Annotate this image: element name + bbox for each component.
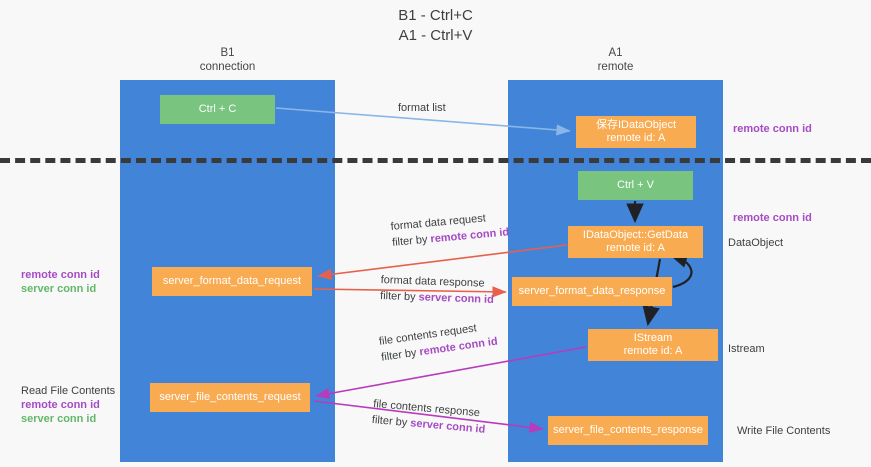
edge-label-file-contents-response-prefix: filter by xyxy=(371,413,411,430)
box-ctrl-c[interactable]: Ctrl + C xyxy=(160,95,275,124)
phase-divider xyxy=(0,158,871,163)
box-server-format-data-response-label: server_format_data_response xyxy=(518,284,666,297)
annotation-read-file-contents-heading: Read File Contents xyxy=(21,385,116,397)
edge-label-format-data-response-highlight: server conn id xyxy=(418,291,495,306)
box-server-format-data-request-label: server_format_data_request xyxy=(162,274,302,287)
lane-header-b1-role: connection xyxy=(199,61,256,73)
edge-label-file-contents-response: file contents response filter by server … xyxy=(371,396,487,438)
annotation-left-conn-ids: remote conn id server conn id xyxy=(21,268,100,296)
lane-header-b1-name: B1 xyxy=(220,47,235,59)
box-istream-line2: remote id: A xyxy=(623,345,683,357)
edge-label-file-contents-response-highlight: server conn id xyxy=(409,417,486,436)
annotation-read-file-contents: Read File Contents remote conn id server… xyxy=(21,384,115,426)
lane-header-a1-role: remote xyxy=(597,61,634,73)
annotation-left-remote-conn-id: remote conn id xyxy=(21,269,100,281)
box-ctrl-c-label: Ctrl + C xyxy=(198,102,237,115)
edge-label-format-data-response-prefix: filter by xyxy=(379,289,419,304)
box-idataobject-getdata-line2: remote id: A xyxy=(606,242,665,254)
box-server-file-contents-request-label: server_file_contents_request xyxy=(159,390,301,403)
annotation-remote-conn-id-mid: remote conn id xyxy=(733,211,812,225)
edge-label-file-contents-request-prefix: filter by xyxy=(380,346,421,364)
box-server-file-contents-request[interactable]: server_file_contents_request xyxy=(150,383,310,412)
edge-label-format-data-request-prefix: filter by xyxy=(391,233,432,249)
title-line-2: A1 - Ctrl+V xyxy=(398,27,473,44)
box-istream-line1: IStream xyxy=(633,331,673,344)
edge-label-format-data-request: format data request filter by remote con… xyxy=(390,208,510,251)
edge-label-format-list-text: format list xyxy=(398,102,446,114)
box-idataobject-getdata-line1: IDataObject::GetData xyxy=(582,228,689,241)
box-ctrl-v-label: Ctrl + V xyxy=(617,178,654,191)
annotation-remote-conn-id-top-text: remote conn id xyxy=(733,123,812,135)
box-ctrl-v[interactable]: Ctrl + V xyxy=(578,171,693,200)
edge-label-file-contents-request: file contents request filter by remote c… xyxy=(378,318,499,366)
title-line-1: B1 - Ctrl+C xyxy=(398,7,473,24)
lane-header-a1-name: A1 xyxy=(608,47,623,59)
lane-header-a1: A1 remote xyxy=(533,46,698,74)
edge-label-format-data-response: format data response filter by server co… xyxy=(380,272,495,308)
annotation-istream-text: Istream xyxy=(728,343,765,355)
box-save-idataobject-line1: 保存IDataObject xyxy=(595,118,677,131)
box-idataobject-getdata[interactable]: IDataObject::GetData remote id: A xyxy=(568,226,703,258)
annotation-write-file-contents: Write File Contents xyxy=(737,424,830,438)
box-server-format-data-request[interactable]: server_format_data_request xyxy=(152,267,312,296)
annotation-dataobject-text: DataObject xyxy=(728,237,784,249)
annotation-remote-conn-id-top: remote conn id xyxy=(733,122,812,136)
box-server-file-contents-response[interactable]: server_file_contents_response xyxy=(548,416,708,445)
lane-header-b1: B1 connection xyxy=(145,46,310,74)
edge-label-format-list: format list xyxy=(398,100,446,116)
annotation-left-server-conn-id: server conn id xyxy=(21,283,97,295)
annotation-dataobject: DataObject xyxy=(728,236,783,250)
box-istream[interactable]: IStream remote id: A xyxy=(588,329,718,361)
box-save-idataobject-line2: remote id: A xyxy=(606,132,666,144)
annotation-istream: Istream xyxy=(728,342,765,356)
annotation-read-remote-conn-id: remote conn id xyxy=(21,399,100,411)
box-server-format-data-response[interactable]: server_format_data_response xyxy=(512,277,672,306)
annotation-remote-conn-id-mid-text: remote conn id xyxy=(733,212,812,224)
page-title: B1 - Ctrl+C A1 - Ctrl+V xyxy=(0,6,871,46)
annotation-read-server-conn-id: server conn id xyxy=(21,413,97,425)
box-save-idataobject[interactable]: 保存IDataObject remote id: A xyxy=(576,116,696,148)
annotation-write-file-contents-text: Write File Contents xyxy=(737,425,831,437)
box-server-file-contents-response-label: server_file_contents_response xyxy=(553,423,703,436)
